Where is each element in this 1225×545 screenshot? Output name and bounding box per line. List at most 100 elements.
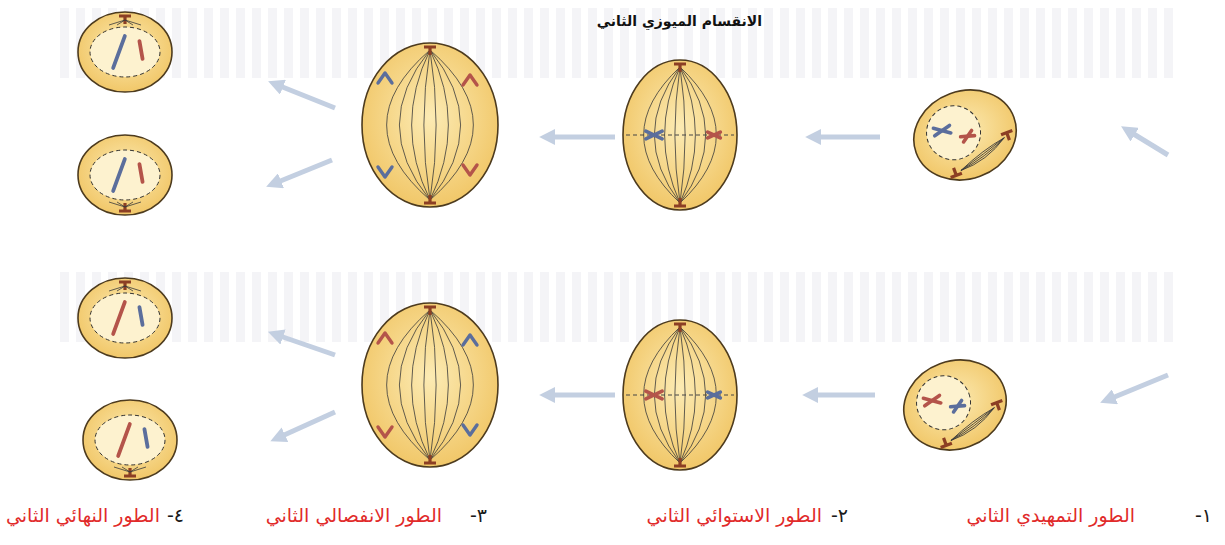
daughter-cell (78, 278, 172, 358)
watermark-stripe (572, 272, 581, 342)
nuclear-envelope (90, 27, 160, 77)
watermark-stripe (284, 8, 293, 78)
watermark-stripe (524, 272, 533, 342)
watermark-stripe (364, 272, 373, 342)
watermark-stripe (204, 8, 213, 78)
spindle-fiber (117, 202, 125, 207)
chromatid (646, 391, 662, 399)
watermark-stripe (924, 272, 933, 342)
watermark-stripe (588, 8, 597, 78)
watermark-stripe (1164, 272, 1173, 342)
spindle-fiber (430, 50, 473, 200)
chromosome (139, 41, 142, 59)
watermark-stripe (268, 272, 277, 342)
watermark-stripe (636, 272, 645, 342)
watermark-stripe (780, 8, 789, 78)
step-number: ٢- (831, 504, 848, 528)
spindle-fiber (430, 50, 461, 200)
prophase-cell (901, 76, 1029, 194)
chromosome (139, 307, 142, 325)
stage-name: الطور التمهيدي الثاني (966, 504, 1135, 528)
flow-arrow (552, 393, 615, 398)
chromatid (378, 167, 392, 177)
metaphase-cell (623, 320, 737, 470)
chromosome (113, 36, 125, 68)
watermark-stripe (588, 272, 597, 342)
watermark-stripe (1036, 8, 1045, 78)
watermark-stripes (60, 8, 1173, 342)
cell-membrane (623, 320, 737, 470)
watermark-stripe (1116, 272, 1125, 342)
watermark-stripe (972, 8, 981, 78)
centrosome (424, 47, 436, 55)
watermark-stripe (764, 272, 773, 342)
prophase-cell (891, 346, 1019, 464)
metaphase-cell (623, 60, 737, 210)
watermark-stripe (524, 8, 533, 78)
watermark-stripe (748, 272, 757, 342)
flow-arrow (1132, 133, 1168, 155)
watermark-stripe (940, 8, 949, 78)
anaphase-cell (362, 43, 498, 207)
chromatid (708, 132, 721, 138)
spindle-fiber (430, 50, 436, 200)
watermark-stripe (492, 8, 501, 78)
watermark-stripe (332, 8, 341, 78)
chromatid (378, 333, 392, 343)
watermark-stripe (1148, 8, 1157, 78)
chromatid (933, 123, 950, 138)
watermark-stripe (716, 272, 725, 342)
watermark-stripe (236, 272, 245, 342)
stage-name: الطور النهائي الثاني (6, 504, 160, 528)
spindle-fiber (117, 20, 125, 25)
spindle-fiber (945, 408, 999, 441)
daughter-cell (83, 400, 177, 480)
chromatid (463, 165, 477, 175)
spindle-fiber (424, 310, 430, 460)
flow-arrow (280, 336, 335, 355)
chromatid (708, 392, 721, 398)
watermark-stripe (1004, 272, 1013, 342)
spindle-fiber (955, 138, 1009, 171)
watermark-stripe (316, 8, 325, 78)
watermark-stripe (332, 272, 341, 342)
cell-membrane (78, 12, 172, 92)
spindle-fiber (412, 50, 430, 200)
watermark-stripe (1084, 272, 1093, 342)
anaphase-cell (362, 303, 498, 467)
step-number: ٤- (167, 504, 184, 528)
flow-arrow (282, 412, 335, 436)
chromatid (923, 395, 941, 405)
watermark-stripe (1164, 8, 1173, 78)
spindle-fiber (109, 286, 125, 291)
watermark-stripe (956, 8, 965, 78)
chromatid (923, 393, 940, 408)
watermark-stripe (1084, 8, 1093, 78)
watermark-stripe (508, 8, 517, 78)
watermark-stripe (492, 272, 501, 342)
cell-membrane (891, 346, 1019, 464)
watermark-stripe (796, 8, 805, 78)
watermark-stripe (908, 8, 917, 78)
watermark-stripe (620, 272, 629, 342)
nuclear-envelope (909, 368, 978, 437)
watermark-stripe (540, 8, 549, 78)
watermark-stripe (876, 272, 885, 342)
spindle-fiber (125, 286, 141, 291)
daughter-cell (78, 135, 172, 215)
spindle-fiber (122, 467, 130, 472)
stage-name: الطور الانفصالي الثاني (266, 504, 442, 528)
watermark-stripe (1068, 8, 1077, 78)
watermark-stripe (860, 272, 869, 342)
watermark-stripe (780, 272, 789, 342)
flow-arrow (278, 160, 332, 182)
spindle-fiber (955, 138, 1009, 171)
spindle-fiber (945, 408, 999, 441)
watermark-stripe (876, 8, 885, 78)
spindle-fiber (945, 408, 999, 441)
watermark-stripe (924, 8, 933, 78)
spindle-fiber (955, 138, 1009, 171)
section-title: الانقسام الميوزي الثاني (597, 13, 762, 31)
nuclear-envelope (90, 150, 160, 200)
